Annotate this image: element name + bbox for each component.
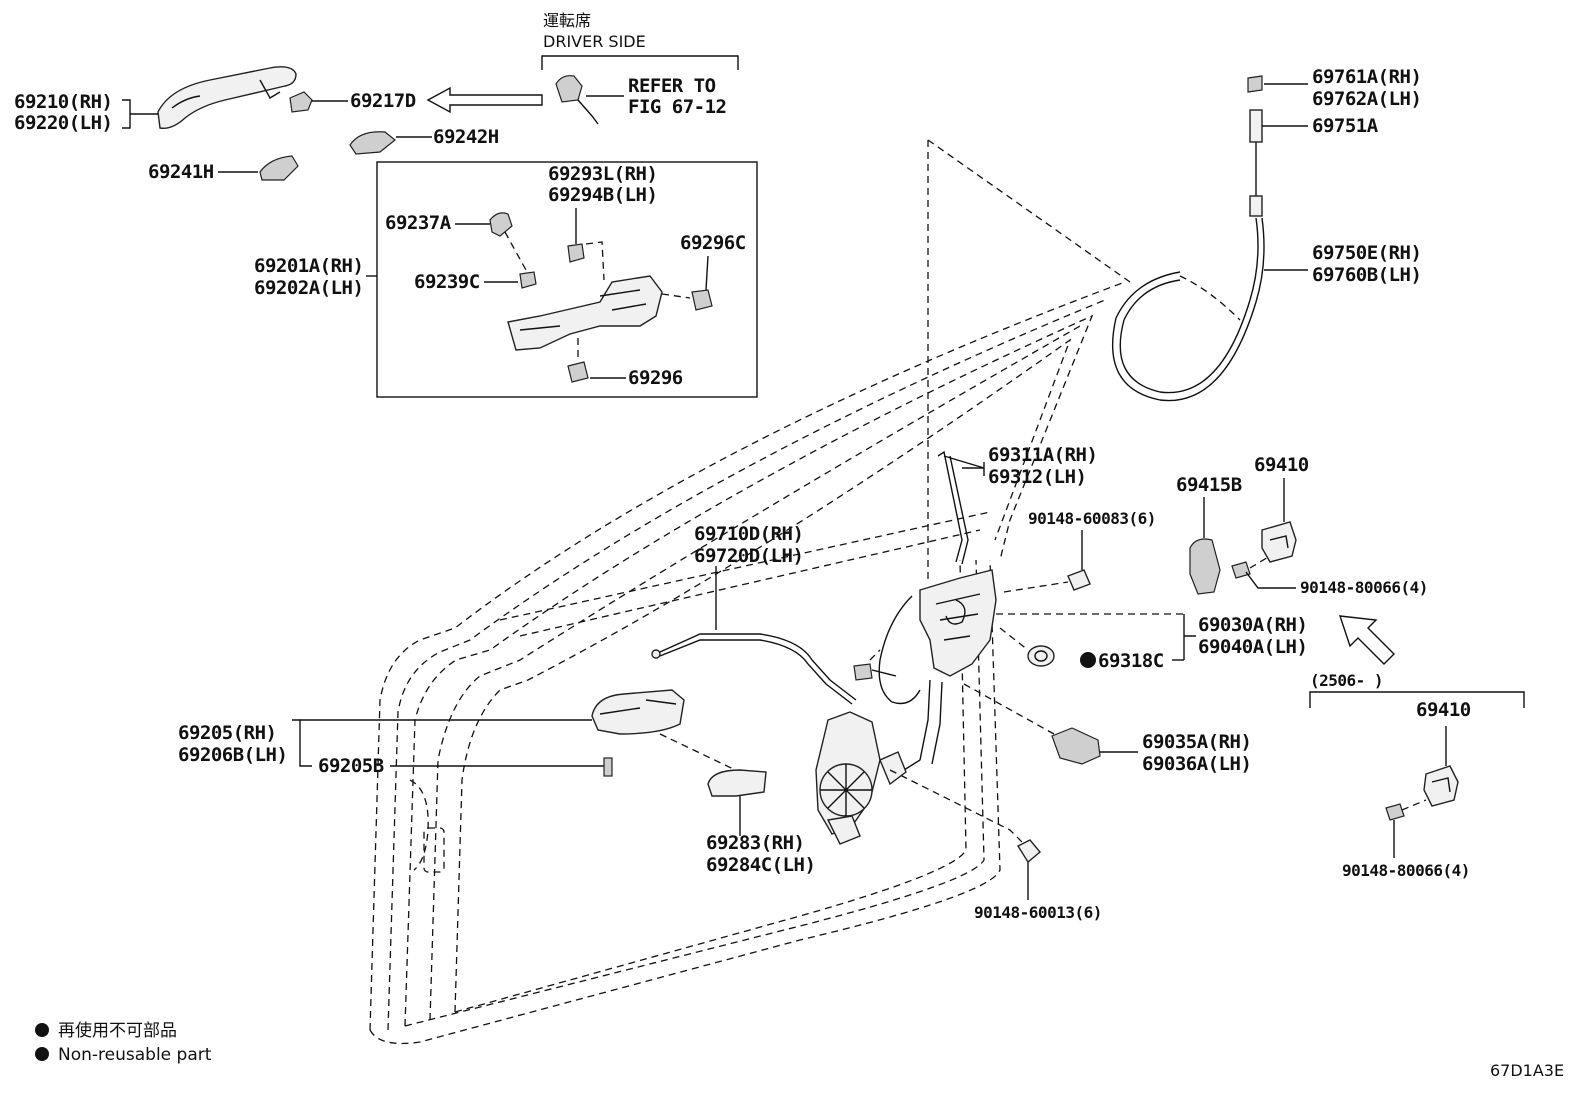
label-69201A: 69201A(RH) — [254, 255, 363, 277]
label-69035A: 69035A(RH) — [1142, 731, 1251, 753]
striker-cover-part — [1189, 538, 1221, 595]
lock-rod-group: 69311A(RH) 69312(LH) — [937, 444, 1098, 565]
label-69296: 69296 — [628, 367, 683, 389]
striker-screw-part — [1231, 561, 1251, 579]
key-cylinder-part — [555, 75, 583, 103]
label-69762A: 69762A(LH) — [1312, 88, 1421, 110]
label-90148-60083: 90148-60083(6) — [1028, 509, 1156, 528]
spring-part — [603, 757, 613, 777]
screw-60083-group: 90148-60083(6) — [1003, 509, 1156, 593]
label-69312: 69312(LH) — [988, 466, 1086, 488]
label-69210: 69210(RH) — [14, 91, 112, 113]
handle-frame-box: 69293L(RH) 69294B(LH) 69237A 69296C 6920… — [254, 161, 758, 398]
label-69415B: 69415B — [1176, 474, 1242, 496]
legend-dot-icon — [35, 1023, 49, 1037]
label-69720D: 69720D(LH) — [694, 545, 803, 567]
label-69318C: 69318C — [1098, 650, 1164, 672]
label-69283: 69283(RH) — [706, 832, 804, 854]
handle-pad-lower-part — [259, 155, 299, 181]
legend: 再使用不可部品 Non-reusable part — [35, 1020, 212, 1065]
label-69294B: 69294B(LH) — [548, 184, 657, 206]
driver-side-jp: 運転席 — [543, 11, 591, 30]
striker-part — [1261, 521, 1297, 563]
screw-60013-group: 90148-60013(6) — [974, 839, 1102, 922]
lock-knob-cable-group: 69761A(RH) 69762A(LH) 69751A 69750E(RH) … — [1111, 66, 1422, 402]
outside-handle-part — [157, 66, 297, 129]
inside-handle-group: 69205(RH) 69206B(LH) 69205B 69283(RH) 69… — [178, 689, 816, 876]
handle-pad-part — [349, 131, 396, 155]
label-69220: 69220(LH) — [14, 112, 112, 134]
handle-cap-part — [289, 91, 313, 113]
driver-side-en: DRIVER SIDE — [543, 32, 646, 51]
refer-line2: FIG 67-12 — [628, 96, 726, 118]
label-69239C: 69239C — [414, 271, 480, 293]
label-69205: 69205(RH) — [178, 722, 276, 744]
refer-line1: REFER TO — [628, 75, 716, 97]
label-69751A: 69751A — [1312, 115, 1379, 137]
label-69241H: 69241H — [148, 161, 214, 183]
label-69202A: 69202A(LH) — [254, 277, 363, 299]
door-lock-assembly — [815, 569, 1184, 845]
legend-en: Non-reusable part — [58, 1045, 212, 1065]
label-69030A: 69030A(RH) — [1198, 614, 1307, 636]
handle-frame-part — [507, 275, 663, 351]
label-69293L: 69293L(RH) — [548, 163, 657, 185]
label-69311A: 69311A(RH) — [988, 444, 1097, 466]
label-90148-80066-a: 90148-80066(4) — [1300, 578, 1428, 597]
label-69296C: 69296C — [680, 232, 746, 254]
striker-group: 69415B 69410 90148-80066(4) — [1176, 454, 1428, 665]
hollow-arrow-icon — [426, 86, 543, 114]
label-69760B: 69760B(LH) — [1312, 264, 1421, 286]
striker-new-screw-part — [1385, 803, 1405, 821]
lock-cable-part — [1119, 217, 1259, 394]
driver-side-group: 運転席 DRIVER SIDE REFER TO FIG 67-12 — [541, 11, 739, 125]
actuator-screw-part — [1016, 839, 1041, 864]
handle-bezel-part — [707, 769, 767, 797]
door-frame-outline — [369, 139, 1131, 1045]
label-90148-80066-b: 90148-80066(4) — [1342, 861, 1470, 880]
label-69242H: 69242H — [433, 126, 499, 148]
figure-code: 67D1A3E — [1490, 1061, 1564, 1080]
cap-part — [489, 212, 513, 237]
label-69206B: 69206B(LH) — [178, 744, 287, 766]
label-69750E: 69750E(RH) — [1312, 242, 1421, 264]
door-lock-label-group: 69030A(RH) 69040A(LH) 69318C — [1027, 614, 1308, 672]
lock-cover-part — [1051, 727, 1101, 765]
lock-rod-part — [937, 450, 963, 563]
screw-part — [691, 289, 713, 311]
door-lock-screw-part — [1067, 569, 1091, 591]
inside-handle-part — [591, 689, 685, 735]
lock-knob-part — [1247, 75, 1263, 93]
label-69040A: 69040A(LH) — [1198, 636, 1307, 658]
label-69036A: 69036A(LH) — [1142, 753, 1251, 775]
outside-handle-group: 69210(RH) 69220(LH) 69217D 69242H 69241H — [14, 66, 543, 183]
grommet-part — [519, 271, 537, 289]
label-69237A: 69237A — [385, 212, 452, 234]
label-69284C: 69284C(LH) — [706, 854, 815, 876]
label-69761A: 69761A(RH) — [1312, 66, 1421, 88]
bolt-part — [567, 361, 589, 383]
inside-cable-group: 69710D(RH) 69720D(LH) — [651, 523, 857, 705]
label-69710D: 69710D(RH) — [694, 523, 803, 545]
inside-cable-part — [659, 633, 857, 701]
label-69205B: 69205B — [318, 755, 384, 777]
washer-part — [1027, 645, 1055, 667]
striker-new-part — [1423, 765, 1459, 807]
direction-arrow-icon — [1338, 615, 1395, 665]
knob-rod-part — [1249, 109, 1263, 143]
date-range: (2506- ) — [1310, 671, 1383, 690]
label-69217D: 69217D — [350, 90, 416, 112]
striker-2506-group: (2506- ) 69410 90148-80066(4) — [1309, 671, 1525, 880]
non-reusable-dot-icon — [1080, 652, 1096, 668]
legend-jp: 再使用不可部品 — [58, 1020, 177, 1041]
label-69410-b: 69410 — [1416, 699, 1471, 721]
label-69410-a: 69410 — [1254, 454, 1309, 476]
legend-dot-icon — [35, 1047, 49, 1061]
lock-cover-group: 69035A(RH) 69036A(LH) — [1051, 727, 1252, 775]
clip-part — [567, 243, 585, 263]
label-90148-60013: 90148-60013(6) — [974, 903, 1102, 922]
